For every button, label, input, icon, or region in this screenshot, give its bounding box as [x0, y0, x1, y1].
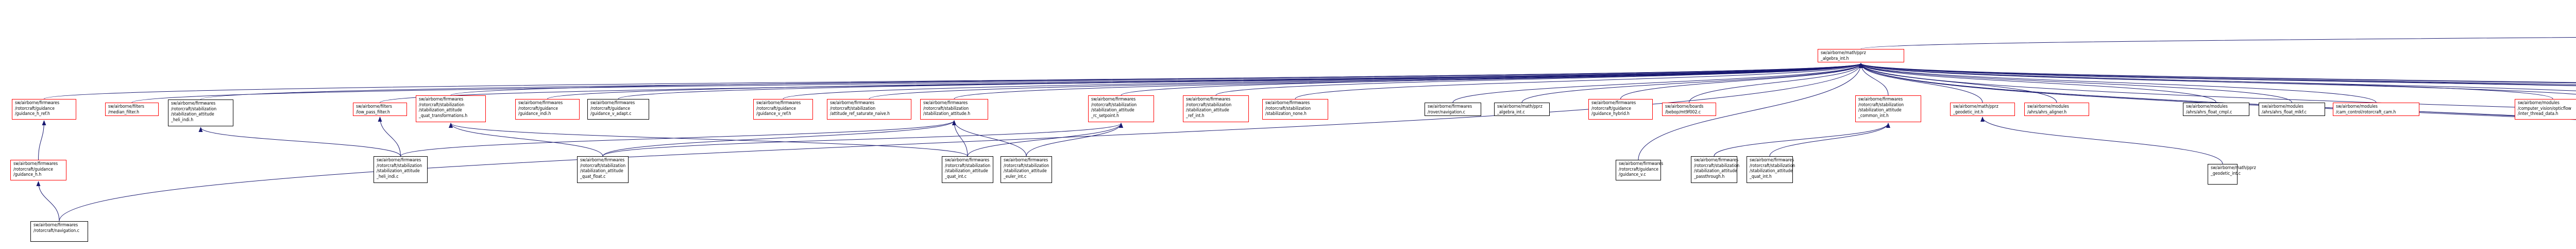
graph-node-href[interactable]: sw/airborne/firmwares /rotorcraft/guidan… — [12, 99, 76, 120]
edge-abicommon-to-alg — [1859, 63, 2576, 95]
edge-quatfloat-to-rcsp — [602, 123, 1123, 157]
edge-ghybrid-to-alg — [1620, 63, 1863, 99]
graph-node-gvadapt[interactable]: sw/airborne/firmwares /rotorcraft/guidan… — [587, 99, 649, 120]
graph-node-interthr[interactable]: sw/airborne/modules /computer_vision/opt… — [2515, 99, 2576, 120]
graph-node-lowpass[interactable]: sw/airborne/filters /low_pass_filter.h — [353, 103, 407, 116]
edge-eulerint-to-rcsp — [1026, 123, 1123, 157]
graph-node-fcmpl[interactable]: sw/airborne/modules /ahrs/ahrs_float_cmp… — [2183, 103, 2249, 116]
graph-node-navc[interactable]: sw/airborne/firmwares /rotorcraft/naviga… — [30, 221, 88, 242]
graph-node-eulerint[interactable]: sw/airborne/firmwares /rotorcraft/stabil… — [1001, 156, 1052, 183]
graph-node-gvc[interactable]: sw/airborne/firmwares /rotorcraft/guidan… — [1616, 160, 1663, 180]
edge-heli_c-to-stabatt — [400, 120, 956, 157]
edge-gvref-to-alg — [783, 63, 1863, 99]
graph-node-refint[interactable]: sw/airborne/firmwares /rotorcraft/stabil… — [1183, 95, 1249, 122]
graph-node-geoc[interactable]: sw/airborne/math/pprz _geodetic_int.c — [2208, 164, 2256, 185]
graph-node-commonint[interactable]: sw/airborne/firmwares /rotorcraft/stabil… — [1855, 95, 1921, 122]
edge-quatfloat-to-quattr — [449, 123, 603, 157]
graph-node-fmlkf[interactable]: sw/airborne/modules /ahrs/ahrs_float_mlk… — [2259, 103, 2325, 116]
edge-quatfloat-to-stabatt — [602, 120, 956, 157]
graph-node-stabnone[interactable]: sw/airborne/firmwares /rotorcraft/stabil… — [1262, 99, 1328, 120]
edge-refint-to-alg — [1215, 63, 1863, 96]
edge-gvc-to-alg — [1638, 63, 1863, 160]
graph-node-gvref[interactable]: sw/airborne/firmwares /rotorcraft/guidan… — [753, 99, 813, 120]
edge-navc-to-alg — [59, 63, 1863, 222]
edge-quatinth-to-commonint — [1769, 123, 1890, 157]
edge-gh-to-href — [38, 120, 46, 160]
edge-orient-to-alg — [1859, 63, 2576, 85]
edge-geoh-to-alg — [1859, 63, 1983, 103]
edge-stabnone-to-alg — [1295, 63, 1863, 99]
edge-mt9-to-alg — [1689, 63, 1863, 103]
graph-node-rcsp[interactable]: sw/airborne/firmwares /rotorcraft/stabil… — [1088, 95, 1154, 122]
edge-gindihybrid-to-alg — [1859, 63, 2576, 110]
graph-node-mt9[interactable]: sw/airborne/boards /bebop/mt9f002.c — [1662, 103, 1716, 116]
edge-gainsch-to-alg — [1859, 63, 2576, 91]
edge-alg-to-root — [1860, 37, 2576, 49]
graph-node-quatinth[interactable]: sw/airborne/firmwares /rotorcraft/stabil… — [1747, 156, 1795, 183]
edge-geoc-to-geoh — [1980, 117, 2223, 164]
edge-imuh-to-alg — [1859, 63, 2576, 120]
edge-euroimu-to-alg — [1859, 63, 2576, 86]
graph-node-ghybrid[interactable]: sw/airborne/firmwares /rotorcraft/guidan… — [1588, 99, 1653, 120]
graph-node-alg[interactable]: sw/airborne/math/pprz _algebra_int.h — [1818, 49, 1904, 62]
edge-passthru-to-commonint — [1714, 123, 1890, 157]
graph-node-gh[interactable]: sw/airborne/firmwares /rotorcraft/guidan… — [10, 160, 66, 180]
edge-quatintc-to-stabatt — [952, 120, 968, 157]
graph-node-passthru[interactable]: sw/airborne/firmwares /rotorcraft/stabil… — [1691, 156, 1739, 183]
graph-node-quatfloat[interactable]: sw/airborne/firmwares /rotorcraft/stabil… — [577, 156, 629, 183]
edge-median-to-alg — [131, 63, 1863, 103]
edge-gvadapt-to-alg — [618, 63, 1863, 99]
graph-node-heli_h[interactable]: sw/airborne/firmwares /rotorcraft/stabil… — [168, 99, 233, 126]
graph-node-quatintc[interactable]: sw/airborne/firmwares /rotorcraft/stabil… — [942, 156, 993, 183]
edge-eulerint-to-stabatt — [952, 120, 1027, 157]
edge-navc-to-gh — [36, 181, 60, 222]
edge-fcmpl-to-alg — [1859, 63, 2216, 103]
edge-quatintc-to-rcsp — [967, 123, 1123, 157]
edge-heli_h-to-alg — [200, 63, 1863, 100]
graph-node-satnaive[interactable]: sw/airborne/firmwares /rotorcraft/stabil… — [827, 99, 911, 120]
edge-heli_c-to-lowpass — [378, 117, 401, 157]
edge-heli_c-to-heli_h — [198, 127, 401, 157]
graph-node-heli_c[interactable]: sw/airborne/firmwares /rotorcraft/stabil… — [374, 156, 428, 183]
graph-node-rovnav[interactable]: sw/airborne/firmwares /rover/navigation.… — [1425, 103, 1481, 116]
edge-algc-to-alg — [1521, 63, 1863, 103]
edge-aligner-to-alg — [1859, 63, 2057, 103]
graph-node-algc[interactable]: sw/airborne/math/pprz _algebra_int.c — [1494, 103, 1550, 116]
edge-fmlkf-to-alg — [1859, 63, 2292, 103]
edge-rcsp-to-alg — [1121, 63, 1863, 96]
graph-node-stabatt[interactable]: sw/airborne/firmwares /rotorcraft/stabil… — [920, 99, 988, 120]
edge-rotcam-to-alg — [1859, 63, 2377, 103]
edge-stabatt-to-alg — [954, 63, 1863, 99]
edge-quattr-to-alg — [450, 63, 1863, 96]
edge-finvariant-to-alg — [1859, 63, 2576, 119]
graph-node-rotcam[interactable]: sw/airborne/modules /cam_control/rotorcr… — [2333, 103, 2419, 116]
graph-node-quattr[interactable]: sw/airborne/firmwares /rotorcraft/stabil… — [416, 95, 486, 122]
graph-node-geoh[interactable]: sw/airborne/math/pprz _geodetic_int.h — [1950, 103, 2015, 116]
edge-quatintc-to-quattr — [449, 123, 968, 157]
graph-node-gindi[interactable]: sw/airborne/firmwares /rotorcraft/guidan… — [515, 99, 580, 120]
edge-highpass-to-alg — [1859, 63, 2576, 83]
graph-node-aligner[interactable]: sw/airborne/modules /ahrs/ahrs_aligner.h — [2024, 103, 2089, 116]
edge-rovnav-to-alg — [1452, 63, 1863, 103]
graph-node-median[interactable]: sw/airborne/filters /median_filter.h — [105, 103, 159, 116]
